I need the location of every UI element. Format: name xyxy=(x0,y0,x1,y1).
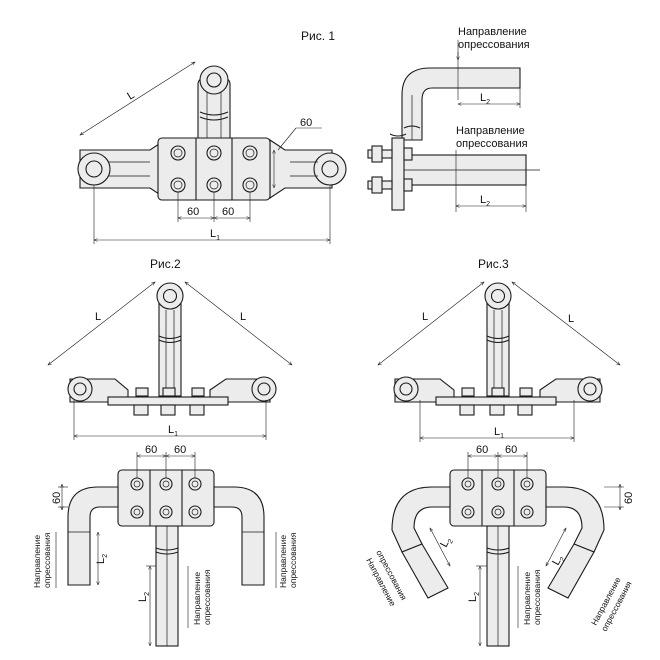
fig1-dim-60b: 60 xyxy=(222,206,234,218)
fig1-bolt-heads xyxy=(170,145,258,193)
fig2-dim-60-side: 60 xyxy=(51,492,63,504)
fig3-front-view: Рис.3 L L L1 xyxy=(378,257,620,442)
fig1-press-dir-2a: Направление xyxy=(456,125,525,137)
fig1-side-plate xyxy=(391,137,405,211)
fig1-dim-60a: 60 xyxy=(187,206,199,218)
fig1-top-eye xyxy=(197,65,231,149)
fig3-base-plate xyxy=(435,396,557,406)
fig2-left-bent-tube xyxy=(67,486,119,586)
fig3-dim-L2-right: L2 xyxy=(550,553,567,569)
fig2-press-right-a: Направление xyxy=(278,535,288,588)
fig1-dim-L2a: L2 xyxy=(480,92,490,106)
fig3-press-mid-a: Направление xyxy=(522,572,532,625)
fig2-base-plate xyxy=(107,396,229,406)
fig3-bolts xyxy=(459,387,533,416)
fig2-press-right-b: опрессования xyxy=(288,532,298,588)
fig2-dim-L2-left: L2 xyxy=(95,554,109,564)
fig3-plan-view: 60 60 60 L2 L2 L2 Направление опрессован… xyxy=(364,444,635,646)
fig1-dimensions: L 60 60 60 L1 xyxy=(80,62,330,244)
fig2-press-mid-a: Направление xyxy=(192,572,202,625)
fig1-caption: Рис. 1 xyxy=(301,29,335,43)
fig3-press-mid-b: опрессования xyxy=(532,569,542,625)
fig3-dim-L-right: L xyxy=(568,313,574,325)
fig2-bolts xyxy=(133,387,205,416)
fig1-press-dir-1b: опрессования xyxy=(458,39,530,51)
fig3-dim-60a: 60 xyxy=(476,444,488,456)
fig3-right-angled-tube xyxy=(547,543,595,599)
fig2-dim-L-left: L xyxy=(95,311,101,323)
fig1-side-bolts xyxy=(367,145,413,194)
fig3-dim-60b: 60 xyxy=(505,444,517,456)
fig1-front-view: Рис. 1 xyxy=(77,29,347,244)
fig1-right-arm xyxy=(269,138,347,200)
fig3-dim-L2-left: L2 xyxy=(438,535,455,551)
fig2-vertical-arm xyxy=(158,295,182,397)
fig1-side-view: Направление опрессования L2 Направление … xyxy=(367,26,540,212)
fig1-dim-L1: L1 xyxy=(210,228,220,242)
fig1-left-arm xyxy=(77,138,166,200)
fig2-dim-60a: 60 xyxy=(145,444,157,456)
fig2-dim-60b: 60 xyxy=(174,444,186,456)
fig2-dim-L2-mid: L2 xyxy=(137,592,151,602)
fig2-dim-L-right: L xyxy=(240,311,246,323)
fig3-right-bent-tube xyxy=(545,486,605,553)
fig1-dim-60-angle: 60 xyxy=(300,117,312,129)
fig3-dim-L2-mid: L2 xyxy=(467,592,481,602)
fig3-dim-L1: L1 xyxy=(494,426,504,440)
fig3-caption: Рис.3 xyxy=(478,257,509,271)
fig2-press-left-a: Направление xyxy=(32,535,42,588)
fig2-plan-view: 60 60 60 L2 L2 Направление опрессования … xyxy=(32,444,298,646)
fig2-caption: Рис.2 xyxy=(150,257,181,271)
fig2-right-bent-tube xyxy=(213,486,265,586)
fig2-press-mid-b: опрессования xyxy=(202,569,212,625)
fig2-press-left-b: опрессования xyxy=(42,532,52,588)
fig1-dim-L2b: L2 xyxy=(480,194,490,208)
fig1-clamp-block xyxy=(157,137,271,201)
fig3-dim-60-side: 60 xyxy=(623,492,635,504)
fig2-dim-L1: L1 xyxy=(168,424,178,438)
fig1-dim-L: L xyxy=(125,89,137,102)
fig3-left-angled-tube xyxy=(401,543,449,599)
fig2-front-view: Рис.2 L L L1 xyxy=(48,257,292,440)
fig3-vertical-arm xyxy=(486,295,510,397)
fig1-press-dir-2b: опрессования xyxy=(456,138,528,150)
fig3-dim-L-left: L xyxy=(422,311,428,323)
fig1-press-dir-1a: Направление xyxy=(458,26,527,38)
